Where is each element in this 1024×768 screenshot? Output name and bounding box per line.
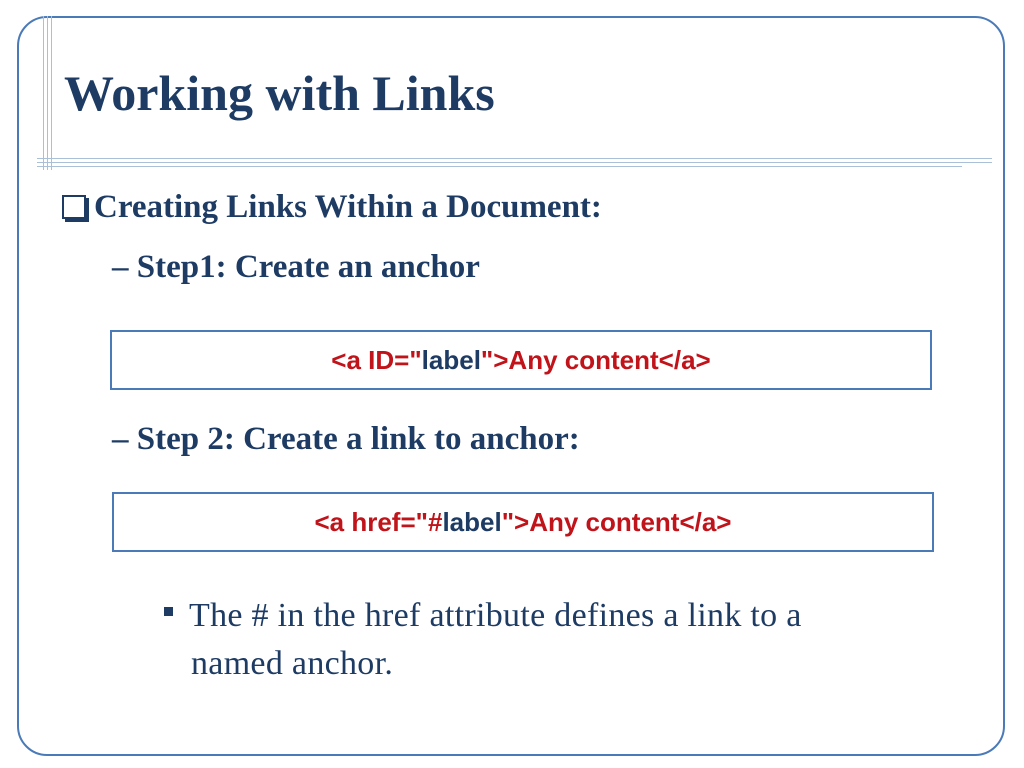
note-line: The # in the href attribute defines a li… <box>164 592 964 640</box>
note-text: The # in the href attribute defines a li… <box>189 597 802 634</box>
slide-frame <box>17 16 1005 756</box>
decorative-line <box>37 162 992 163</box>
bullet-text: Creating Links Within a Document: <box>94 189 602 225</box>
code-part: <a ID=" <box>331 344 422 375</box>
bullet-creating-links: Creating Links Within a Document: <box>62 191 602 224</box>
decorative-line <box>51 16 52 170</box>
decorative-line <box>37 158 992 159</box>
code-part: ">Any content</a> <box>480 344 711 375</box>
checkbox-icon <box>62 195 86 219</box>
step2-text: – Step 2: Create a link to anchor: <box>112 421 580 457</box>
note-line: named anchor. <box>191 645 394 682</box>
square-bullet-icon <box>164 607 173 616</box>
note-bullet: The # in the href attribute defines a li… <box>164 592 964 688</box>
step1-text: – Step1: Create an anchor <box>112 249 480 285</box>
code-box-anchor: <a ID="label">Any content</a> <box>110 330 932 390</box>
decorative-line <box>47 16 48 170</box>
code-part: ">Any content</a> <box>501 506 732 537</box>
decorative-line <box>43 16 44 170</box>
code-part: <a href="# <box>314 506 443 537</box>
code-box-link: <a href="#label">Any content</a> <box>112 492 934 552</box>
code-part: label <box>442 506 502 537</box>
decorative-line <box>37 166 962 167</box>
slide-title: Working with Links <box>64 65 495 121</box>
code-part: label <box>421 344 481 375</box>
